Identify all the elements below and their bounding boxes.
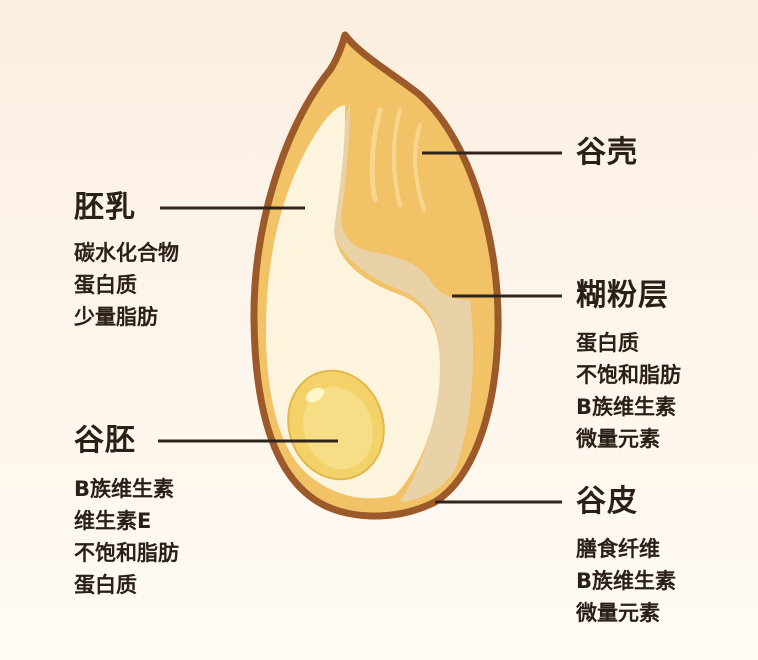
list-item: 不饱和脂肪	[74, 541, 179, 565]
label-bran-items: 膳食纤维 B族维生素 微量元素	[576, 533, 676, 629]
label-bran-title: 谷皮	[576, 484, 638, 519]
germ-highlight	[305, 387, 325, 403]
label-endosperm-items: 碳水化合物 蛋白质 少量脂肪	[74, 237, 179, 333]
husk-streak	[413, 123, 426, 212]
label-husk-title: 谷壳	[576, 135, 638, 170]
husk-streak	[369, 107, 383, 203]
list-item: 微量元素	[576, 601, 660, 625]
list-item: B族维生素	[74, 477, 175, 501]
aleurone-region	[330, 100, 474, 502]
list-item: 蛋白质	[74, 273, 137, 297]
label-endosperm-title: 胚乳	[74, 190, 136, 225]
list-item: 蛋白质	[576, 331, 639, 355]
label-aleurone-items: 蛋白质 不饱和脂肪 B族维生素 微量元素	[576, 327, 681, 455]
list-item: 维生素E	[74, 509, 152, 533]
list-item: 微量元素	[576, 427, 660, 451]
list-item: B族维生素	[576, 395, 677, 419]
list-item: 不饱和脂肪	[576, 363, 681, 387]
list-item: 少量脂肪	[74, 305, 158, 329]
label-germ-items: B族维生素 维生素E 不饱和脂肪 蛋白质	[74, 473, 179, 601]
list-item: 膳食纤维	[576, 537, 660, 561]
list-item: 蛋白质	[74, 573, 137, 597]
list-item: 碳水化合物	[74, 241, 179, 265]
label-germ-title: 谷胚	[74, 423, 136, 458]
list-item: B族维生素	[576, 569, 677, 593]
germ-inner	[303, 386, 373, 470]
husk-streak	[392, 108, 402, 207]
label-aleurone-title: 糊粉层	[576, 278, 669, 313]
